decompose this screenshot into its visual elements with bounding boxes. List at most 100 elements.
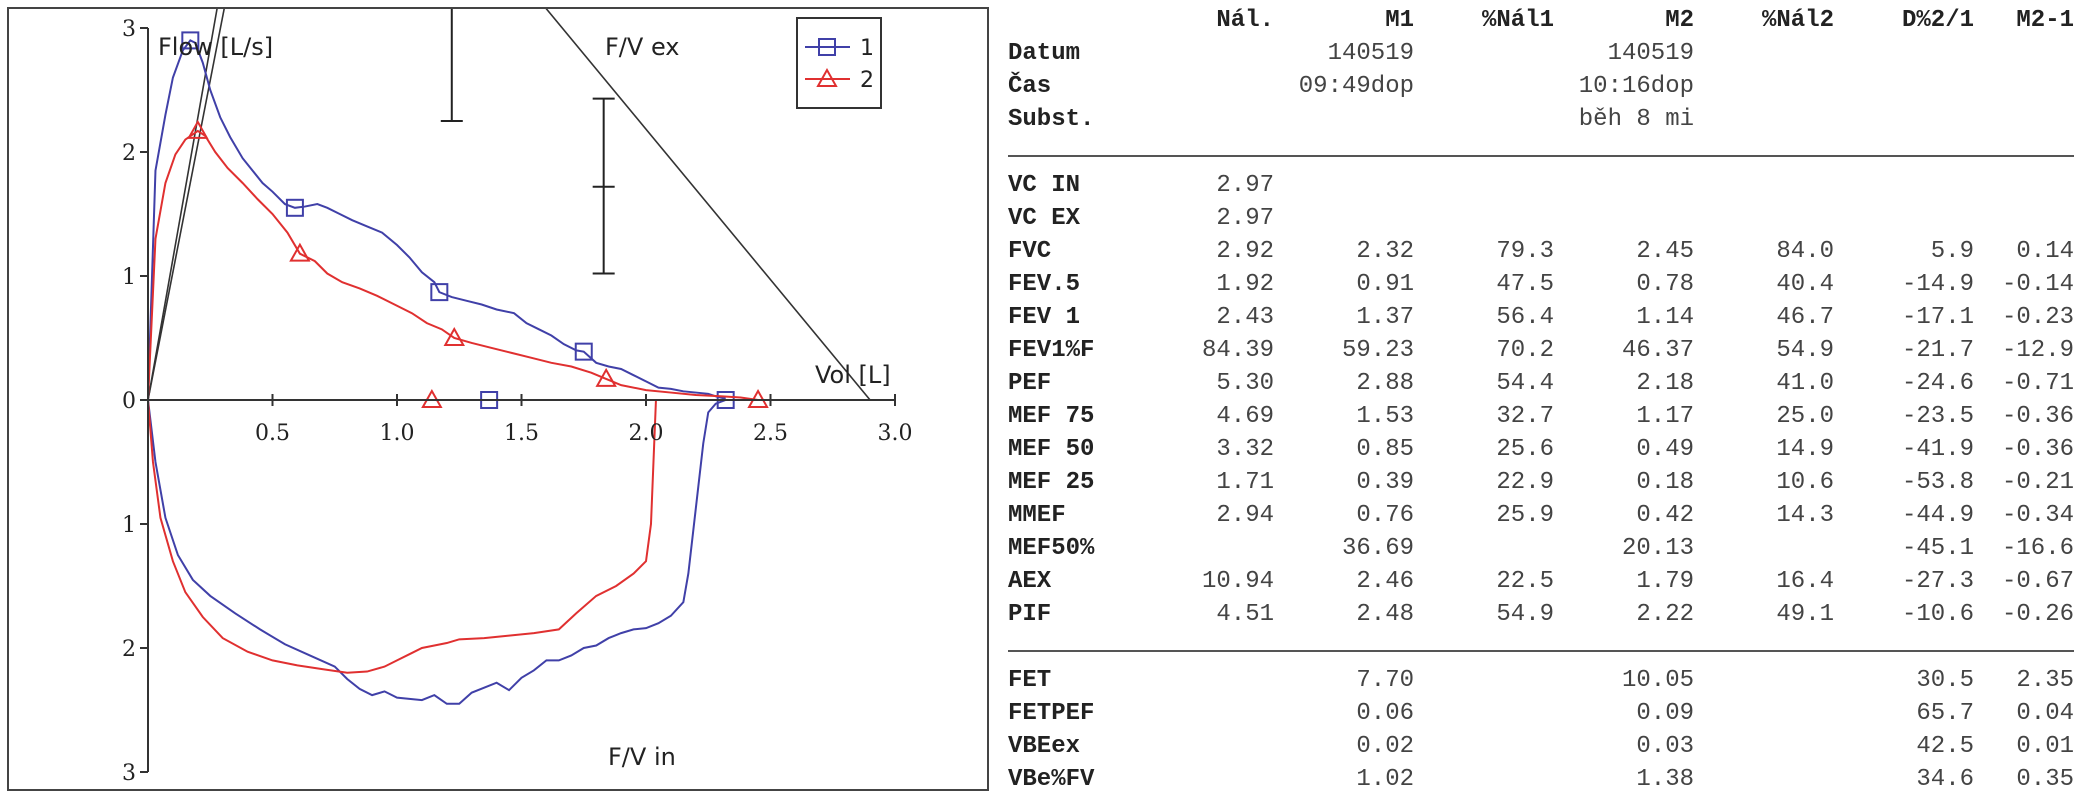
column-header: %Nál1 (1481, 7, 1554, 34)
reference-line (545, 9, 871, 401)
info-m1: 140519 (1327, 40, 1414, 67)
table-cell: 2.88 (1356, 370, 1414, 397)
table-cell: -45.1 (1901, 535, 1974, 562)
table-cell: 0.42 (1636, 502, 1694, 529)
table-cell (1694, 532, 1834, 565)
column-header: M2 (1665, 7, 1694, 34)
series-1-expiration-line (147, 39, 726, 401)
table-cell: 2.45 (1636, 238, 1694, 265)
table-cell: 32.7 (1496, 403, 1554, 430)
row-label: VC IN (1008, 172, 1081, 199)
separator (1008, 136, 2074, 169)
table-cell: 1.02 (1356, 766, 1414, 793)
annotation-inspiration: F/V in (608, 743, 676, 771)
row-label: MEF50% (1008, 535, 1095, 562)
row-label: Čas (1008, 73, 1052, 100)
info-m2: běh 8 mi (1578, 106, 1694, 133)
row-label: FEV 1 (1008, 304, 1081, 331)
table-cell: 54.9 (1776, 337, 1834, 364)
series-1-inspiration-line (147, 399, 727, 705)
table-cell (1974, 169, 2074, 202)
separator (1008, 631, 2074, 664)
empty-cell (1974, 70, 2074, 103)
row-label: MEF 50 (1008, 436, 1095, 463)
row-label: PEF (1008, 370, 1052, 397)
empty-cell (1414, 70, 1554, 103)
table-cell: 25.0 (1776, 403, 1834, 430)
row-label: PIF (1008, 601, 1052, 628)
table-cell (1414, 532, 1554, 565)
separator-row (1008, 136, 2074, 169)
empty-cell (1834, 70, 1974, 103)
column-header: M2-1 (2016, 7, 2074, 34)
table-cell (1156, 664, 1274, 697)
table-cell: 5.30 (1216, 370, 1274, 397)
table-cell: 0.18 (1636, 469, 1694, 496)
table-cell: 0.06 (1356, 700, 1414, 727)
table-cell: 56.4 (1496, 304, 1554, 331)
row-label: Datum (1008, 40, 1081, 67)
table-cell: 25.6 (1496, 436, 1554, 463)
table-cell: 0.04 (2016, 700, 2074, 727)
table-cell (1156, 532, 1274, 565)
table-cell: 1.14 (1636, 304, 1694, 331)
table-cell: 2.48 (1356, 601, 1414, 628)
table-cell: 22.5 (1496, 568, 1554, 595)
column-header: Nál. (1216, 7, 1274, 34)
legend-label: 1 (860, 36, 874, 61)
info-row: Subst.běh 8 mi (1008, 103, 2074, 136)
separator-row (1008, 631, 2074, 664)
table-cell: 1.53 (1356, 403, 1414, 430)
table-cell: -12.9 (2001, 337, 2074, 364)
table-cell: 0.03 (1636, 733, 1694, 760)
table-cell: 14.3 (1776, 502, 1834, 529)
table-cell (1156, 730, 1274, 763)
table-cell: 1.17 (1636, 403, 1694, 430)
empty-cell (1974, 37, 2074, 70)
table-cell: -53.8 (1901, 469, 1974, 496)
table-cell: 25.9 (1496, 502, 1554, 529)
table-cell (1694, 697, 1834, 730)
table-cell (1694, 202, 1834, 235)
column-header: M1 (1385, 7, 1414, 34)
series-2-expiration-line (147, 129, 759, 401)
table-cell (1414, 202, 1554, 235)
reference-line (147, 9, 218, 401)
table-cell (1156, 697, 1274, 730)
table-cell: 2.46 (1356, 568, 1414, 595)
table-cell: 36.69 (1341, 535, 1414, 562)
table-cell: 3.32 (1216, 436, 1274, 463)
table-cell: 1.92 (1216, 271, 1274, 298)
empty-cell (1974, 103, 2074, 136)
table-cell: -0.36 (2001, 436, 2074, 463)
series-1-marker (285, 198, 304, 217)
y-tick-label: 2 (122, 141, 136, 166)
table-cell: 1.37 (1356, 304, 1414, 331)
table-cell: 47.5 (1496, 271, 1554, 298)
series-2-inspiration-line (147, 399, 657, 674)
info-m2: 10:16dop (1578, 73, 1694, 100)
table-cell: -16.6 (2001, 535, 2074, 562)
table-cell: -44.9 (1901, 502, 1974, 529)
row-label: FET (1008, 667, 1052, 694)
table-cell: -41.9 (1901, 436, 1974, 463)
table-cell: 59.23 (1341, 337, 1414, 364)
y-tick-label: 3 (122, 761, 136, 786)
table-cell (1554, 169, 1694, 202)
table-cell: 0.35 (2016, 766, 2074, 793)
empty-cell (1156, 37, 1274, 70)
y-tick-label: 3 (122, 17, 136, 42)
table-cell: 49.1 (1776, 601, 1834, 628)
